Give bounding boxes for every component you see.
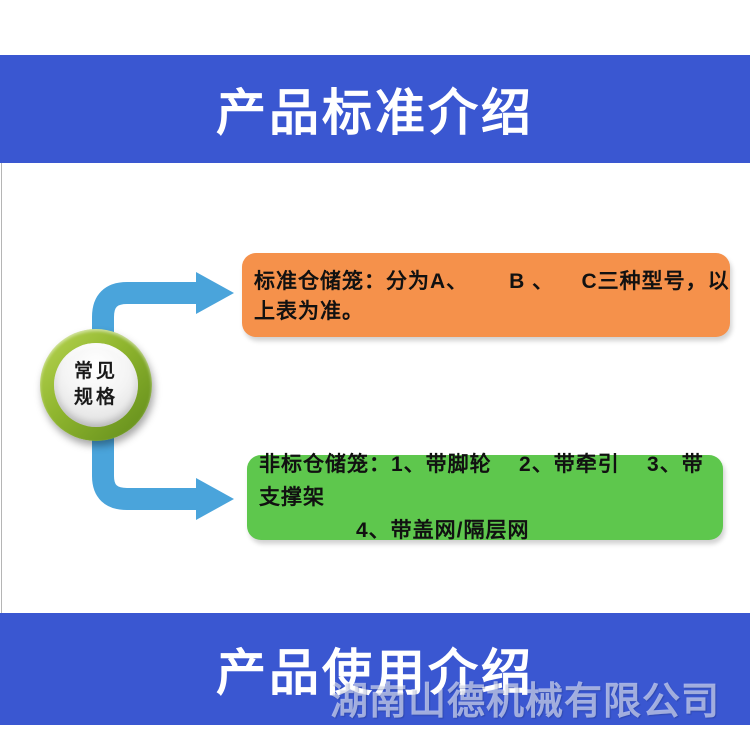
spec-hub-label: 常见 规格 [74,359,118,411]
lower-arrow [92,366,234,520]
spec-hub: 常见 规格 [40,329,152,441]
upper-arrow [92,272,234,404]
nonstandard-cage-line1: 非标仓储笼：1、带脚轮 2、带牵引 3、带支撑架 [259,453,704,509]
left-border-line [1,163,2,613]
spec-hub-label-line1: 常见 [73,361,118,382]
nonstandard-cage-line2: 4、带盖网/隔层网 [356,519,530,542]
footer-banner: 产品使用介绍 [0,613,750,725]
nonstandard-cage-box: 非标仓储笼：1、带脚轮 2、带牵引 3、带支撑架 4、带盖网/隔层网 [247,453,723,542]
spec-hub-sphere: 常见 规格 [54,343,138,427]
header-banner: 产品标准介绍 [0,55,750,163]
lower-arrowhead-icon [196,478,234,520]
standard-cage-text: 标准仓储笼：分为A、 B 、 C三种型号，以上表为准。 [254,270,730,323]
upper-arrowhead-icon [196,272,234,314]
header-title: 产品标准介绍 [216,85,534,141]
standard-cage-box: 标准仓储笼：分为A、 B 、 C三种型号，以上表为准。 [242,253,730,337]
footer-title: 产品使用介绍 [216,645,534,701]
spec-hub-label-line2: 规格 [73,387,118,408]
